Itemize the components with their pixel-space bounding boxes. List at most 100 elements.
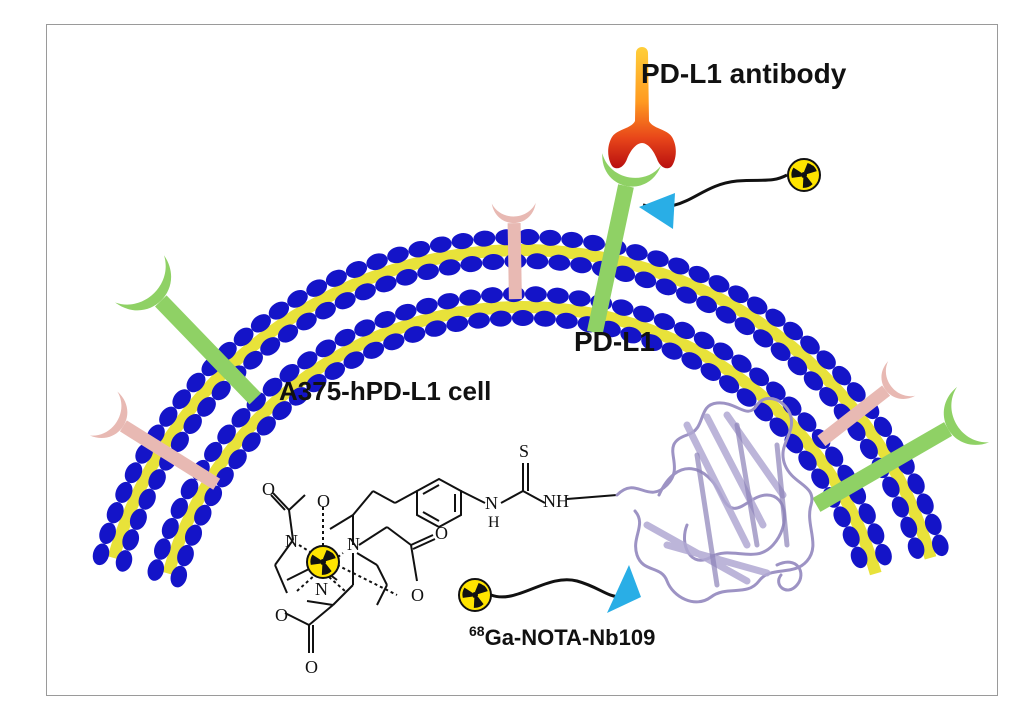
lipid-head bbox=[106, 502, 124, 524]
lipid-head bbox=[383, 333, 405, 351]
lipid-head bbox=[647, 250, 669, 268]
svg-text:N: N bbox=[347, 534, 360, 554]
lipid-head bbox=[765, 308, 786, 327]
svg-text:S: S bbox=[519, 441, 529, 461]
lipid-head bbox=[696, 295, 718, 314]
lipid-head bbox=[148, 469, 166, 490]
lipid-head bbox=[99, 522, 116, 545]
lipid-head bbox=[306, 373, 327, 393]
lipid-head bbox=[555, 312, 578, 329]
lipid-head bbox=[736, 388, 757, 407]
receptor-icon bbox=[89, 391, 128, 438]
lipid-head bbox=[272, 401, 292, 421]
lipid-head bbox=[417, 263, 439, 280]
lipid-head bbox=[403, 326, 426, 343]
lipid-head bbox=[354, 319, 376, 337]
lipid-head bbox=[816, 350, 836, 370]
lipid-head bbox=[306, 279, 328, 297]
lipid-head bbox=[800, 335, 820, 355]
lipid-head bbox=[424, 320, 447, 337]
lipid-head bbox=[784, 433, 804, 454]
lipid-head bbox=[668, 257, 690, 275]
lipid-head bbox=[803, 371, 824, 391]
lipid-head bbox=[867, 523, 885, 545]
lipid-head bbox=[416, 297, 438, 315]
lipid-head bbox=[859, 438, 878, 460]
pdl1-receptor bbox=[586, 153, 661, 335]
svg-text:N: N bbox=[485, 493, 498, 513]
radioactive-icon bbox=[457, 578, 492, 613]
lipid-tail bbox=[107, 244, 937, 560]
figure-frame: PD-L1 antibody PD-L1 A375-hPD-L1 cell bbox=[46, 24, 998, 696]
lipid-head bbox=[882, 476, 900, 498]
lipid-head bbox=[437, 293, 460, 310]
lipid-head bbox=[875, 543, 892, 566]
lipid-head bbox=[186, 372, 206, 393]
receptor-stem bbox=[817, 385, 891, 447]
lipid-head bbox=[634, 271, 657, 289]
lipid-head bbox=[708, 275, 730, 293]
lipid-head bbox=[194, 504, 212, 526]
lipid-head bbox=[873, 416, 893, 438]
lipid-head bbox=[613, 265, 636, 283]
lipid-head bbox=[783, 321, 804, 341]
pdl1-label: PD-L1 bbox=[574, 326, 655, 357]
receptor-icon bbox=[491, 202, 536, 224]
lipid-head bbox=[324, 362, 346, 380]
lipid-head bbox=[641, 334, 663, 351]
lipid-head bbox=[211, 380, 231, 401]
lipid-head bbox=[546, 287, 569, 304]
receptor-icon bbox=[881, 361, 916, 399]
lipid-head bbox=[481, 287, 503, 304]
lipid-head bbox=[451, 233, 474, 250]
lipid-head bbox=[446, 315, 469, 333]
lipid-head bbox=[661, 342, 683, 360]
lipid-head bbox=[250, 314, 271, 333]
lipid-head bbox=[375, 275, 397, 293]
antibody-label: PD-L1 antibody bbox=[641, 58, 847, 89]
lipid-head bbox=[676, 286, 698, 304]
radioactive-icon bbox=[786, 158, 821, 193]
triangle-tag-icon bbox=[607, 565, 641, 613]
lipid-head bbox=[473, 230, 496, 247]
lipid-head bbox=[907, 537, 925, 559]
lipid-head bbox=[334, 328, 356, 347]
lipid-head bbox=[846, 382, 866, 402]
lipid-head bbox=[396, 269, 418, 286]
svg-text:O: O bbox=[411, 585, 424, 605]
lipid-head bbox=[228, 449, 247, 470]
lipid-head bbox=[770, 342, 791, 361]
svg-text:O: O bbox=[305, 657, 318, 677]
lipid-head bbox=[343, 351, 365, 369]
lipid-head bbox=[787, 356, 808, 376]
svg-text:N: N bbox=[285, 531, 298, 551]
lipid-head bbox=[345, 261, 368, 278]
lipid-head bbox=[395, 303, 417, 321]
lipid-head bbox=[719, 375, 740, 394]
lipid-head bbox=[850, 546, 868, 569]
lipid-head bbox=[438, 259, 461, 276]
lipid-head bbox=[363, 341, 385, 359]
lipid-head bbox=[626, 244, 648, 261]
lipid-bilayer-membrane bbox=[92, 228, 949, 588]
lipid-head bbox=[288, 387, 309, 406]
lipid-head bbox=[907, 473, 925, 495]
lipid-head bbox=[712, 342, 734, 361]
lipid-head bbox=[354, 283, 376, 301]
lipid-head bbox=[161, 517, 179, 540]
other-receptor bbox=[817, 361, 916, 447]
lipid-head bbox=[92, 543, 110, 566]
lipid-head bbox=[279, 363, 300, 383]
lipid-head bbox=[231, 408, 251, 428]
chem-atom-labels: O O N N N O O O O S N H NH bbox=[262, 441, 569, 677]
svg-text:N: N bbox=[315, 579, 328, 599]
svg-text:NH: NH bbox=[543, 491, 569, 511]
lipid-head bbox=[766, 381, 786, 401]
lipid-head bbox=[753, 402, 774, 422]
lipid-head bbox=[693, 331, 715, 350]
lipid-head bbox=[753, 329, 774, 348]
lipid-head bbox=[115, 481, 133, 503]
lipid-head bbox=[468, 312, 490, 329]
lipid-head bbox=[511, 309, 534, 327]
lipid-head bbox=[154, 538, 171, 560]
